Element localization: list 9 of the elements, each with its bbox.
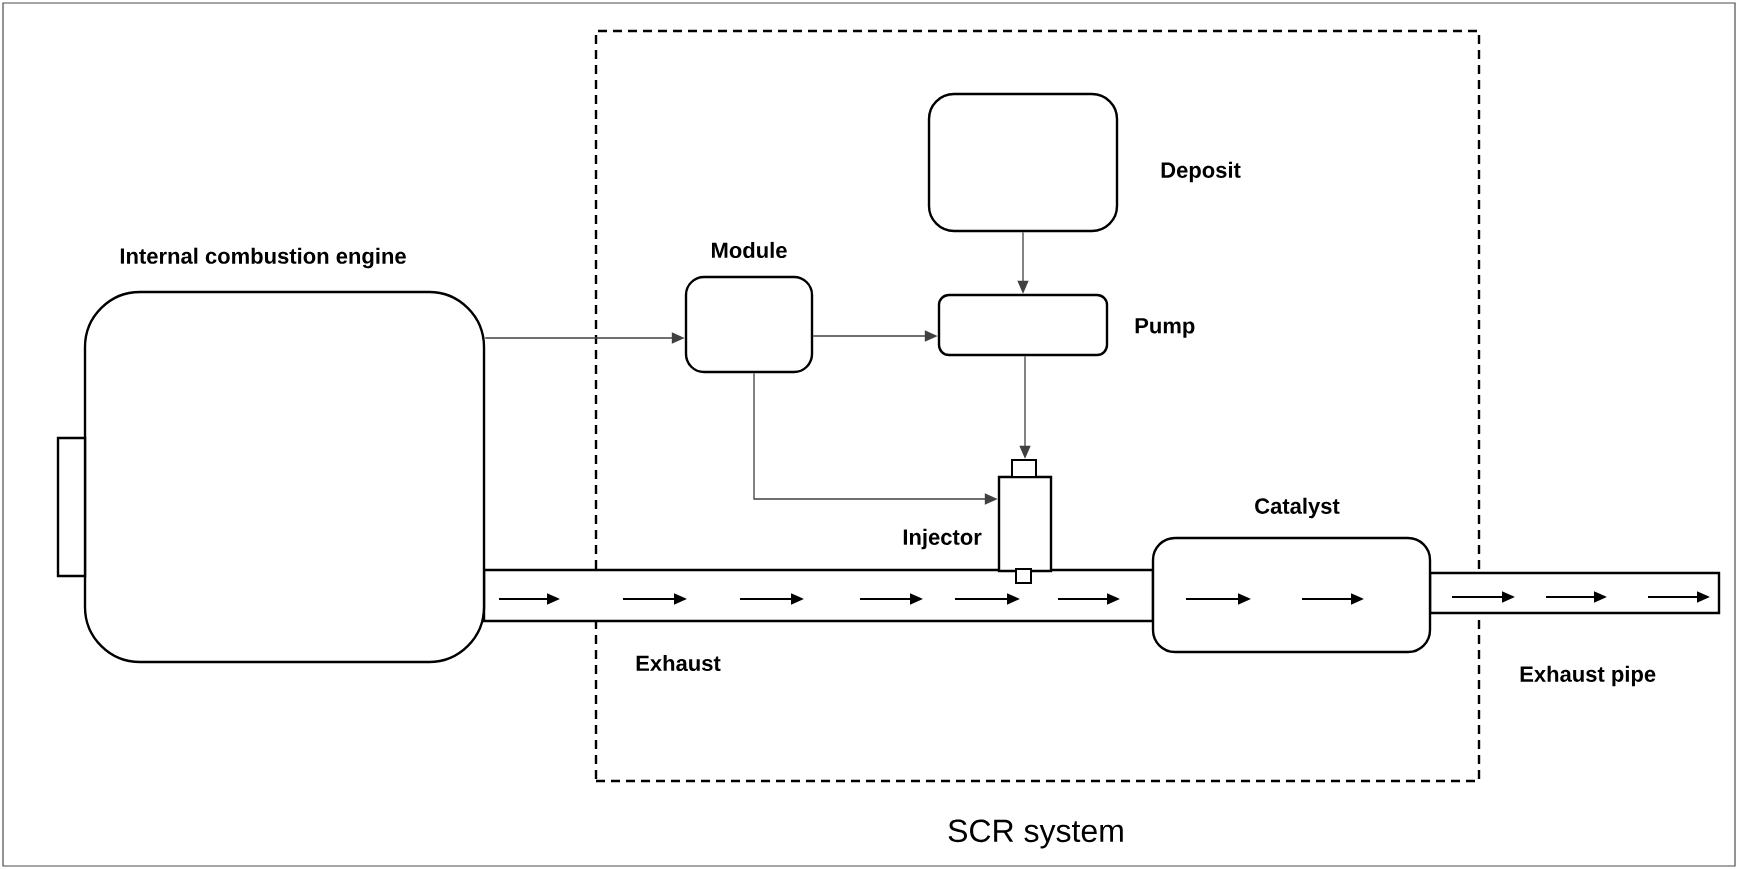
- system-label: SCR system: [948, 819, 1123, 849]
- catalyst-label: Catalyst: [1255, 497, 1340, 519]
- tank-label: Deposit: [1161, 161, 1241, 183]
- engine-label: Internal combustion engine: [120, 247, 406, 269]
- injector-label: Injector: [903, 528, 982, 550]
- pipe-label: Exhaust: [636, 654, 721, 672]
- pipe-label: Exhaust pipe: [1520, 665, 1656, 687]
- module-label: Module: [712, 241, 787, 259]
- pump-label: Pump: [1135, 318, 1195, 338]
